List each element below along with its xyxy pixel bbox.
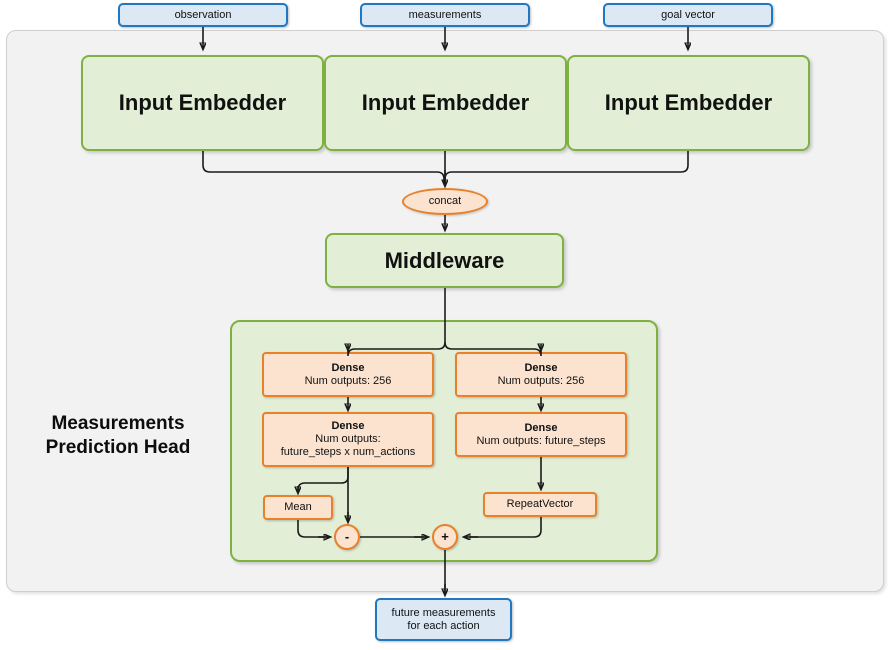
left-dense-2-detail-line1: Num outputs: xyxy=(315,433,381,446)
middleware-node[interactable]: Middleware xyxy=(325,233,564,288)
left-dense-2[interactable]: Dense Num outputs: future_steps x num_ac… xyxy=(262,412,434,467)
measurements-prediction-head-label: Measurements Prediction Head xyxy=(18,412,218,460)
input-embedder-goal-vector-label: Input Embedder xyxy=(604,90,773,116)
head-label-line2: Prediction Head xyxy=(45,436,191,458)
right-dense-1[interactable]: Dense Num outputs: 256 xyxy=(455,352,627,397)
concat-node[interactable]: concat xyxy=(402,188,488,215)
input-box-goal-vector-label: goal vector xyxy=(661,8,715,21)
concat-node-label: concat xyxy=(428,195,462,208)
subtract-operator-symbol: - xyxy=(344,529,350,545)
left-dense-2-detail-line2: future_steps x num_actions xyxy=(280,445,416,458)
input-box-measurements[interactable]: measurements xyxy=(360,3,530,27)
input-box-measurements-label: measurements xyxy=(408,8,482,21)
left-dense-1[interactable]: Dense Num outputs: 256 xyxy=(262,352,434,397)
add-operator-symbol: + xyxy=(441,529,449,545)
output-box-future-measurements[interactable]: future measurements for each action xyxy=(375,598,512,641)
right-dense-2[interactable]: Dense Num outputs: future_steps xyxy=(455,412,627,457)
right-dense-1-title: Dense xyxy=(524,361,558,374)
input-box-observation[interactable]: observation xyxy=(118,3,288,27)
input-embedder-observation[interactable]: Input Embedder xyxy=(81,55,324,151)
input-embedder-observation-label: Input Embedder xyxy=(118,90,287,116)
mean-node[interactable]: Mean xyxy=(263,495,333,520)
output-box-line1: future measurements xyxy=(391,606,496,619)
right-dense-1-detail: Num outputs: 256 xyxy=(497,374,585,387)
left-dense-2-title: Dense xyxy=(331,420,365,433)
right-dense-2-detail: Num outputs: future_steps xyxy=(476,434,606,447)
left-dense-1-title: Dense xyxy=(331,361,365,374)
repeat-vector-node[interactable]: RepeatVector xyxy=(483,492,597,517)
input-embedder-measurements[interactable]: Input Embedder xyxy=(324,55,567,151)
head-label-line1: Measurements xyxy=(51,413,185,434)
input-embedder-goal-vector[interactable]: Input Embedder xyxy=(567,55,810,151)
input-embedder-measurements-label: Input Embedder xyxy=(361,90,530,116)
repeat-vector-label: RepeatVector xyxy=(506,498,574,511)
add-operator[interactable]: + xyxy=(432,524,458,550)
left-dense-1-detail: Num outputs: 256 xyxy=(304,374,392,387)
middleware-label: Middleware xyxy=(384,247,505,273)
input-box-goal-vector[interactable]: goal vector xyxy=(603,3,773,27)
output-box-line2: for each action xyxy=(407,619,480,632)
right-dense-2-title: Dense xyxy=(524,421,558,434)
mean-node-label: Mean xyxy=(284,501,312,514)
subtract-operator[interactable]: - xyxy=(334,524,360,550)
input-box-observation-label: observation xyxy=(174,8,232,21)
